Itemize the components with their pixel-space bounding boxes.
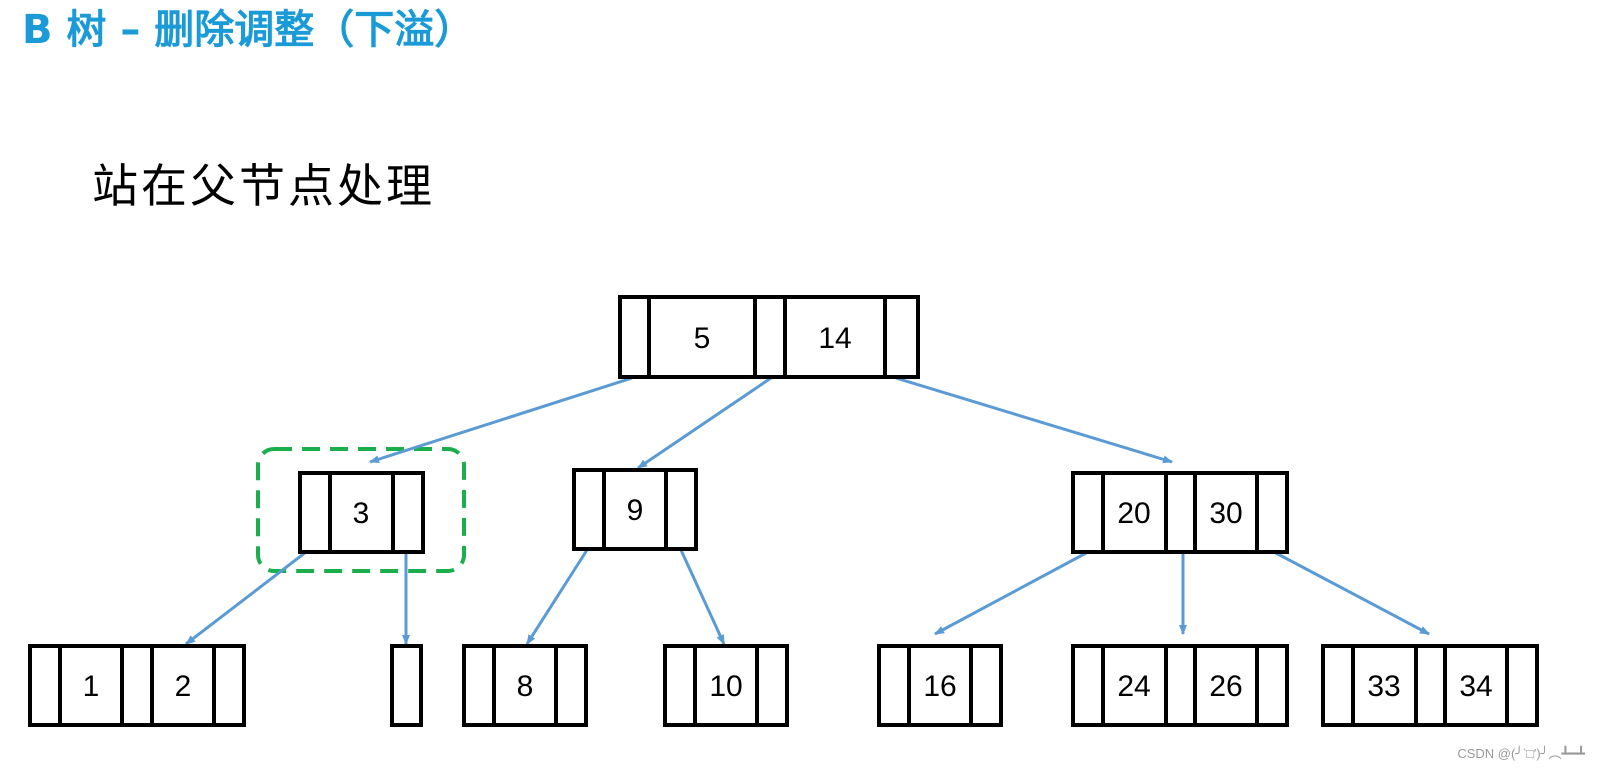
- edge-3-to-1-2: [185, 550, 307, 646]
- edge-20-30-to-16: [934, 550, 1089, 636]
- node-key: 9: [627, 494, 644, 527]
- node-9: [572, 468, 698, 551]
- leaf-empty: [390, 644, 423, 727]
- leaf-1-2: [28, 644, 246, 727]
- edge-root-to-20-30: [895, 376, 1173, 464]
- node-20-30: [1071, 471, 1289, 554]
- node-key: 33: [1367, 670, 1400, 703]
- edge-20-30-to-33-34: [1273, 550, 1430, 636]
- leaf-10: [663, 644, 789, 727]
- node-key: 5: [694, 322, 711, 355]
- node-key: 14: [818, 322, 851, 355]
- leaf-33-34: [1321, 644, 1539, 727]
- node-key: 16: [923, 670, 956, 703]
- node-key: 20: [1117, 497, 1150, 530]
- node-key: 30: [1209, 497, 1242, 530]
- edge-9-to-10: [679, 549, 726, 645]
- slide-subtitle: 站在父节点处理: [92, 159, 435, 213]
- edge-9-to-8: [525, 549, 589, 645]
- page-title: B 树 – 删除调整（下溢）: [22, 7, 475, 53]
- tree-edges: [185, 376, 1430, 646]
- node-key: 2: [175, 670, 192, 703]
- node-root: [618, 295, 920, 379]
- node-key: 10: [709, 670, 742, 703]
- node-key: 3: [353, 497, 370, 530]
- node-key: 24: [1117, 670, 1150, 703]
- node-key: 1: [83, 670, 100, 703]
- node-key: 26: [1209, 670, 1242, 703]
- node-key: 8: [517, 670, 534, 703]
- edge-root-to-3: [369, 376, 633, 464]
- node-3: [298, 471, 425, 554]
- leaf-16: [877, 644, 1003, 727]
- node-key: 34: [1459, 670, 1492, 703]
- csdn-watermark: CSDN @(╯‵□′)╯︵┻━┻: [1457, 746, 1585, 761]
- leaf-8: [462, 644, 588, 727]
- underflow-highlight-box: [256, 447, 466, 573]
- edge-root-to-9: [637, 376, 772, 470]
- leaf-24-26: [1071, 644, 1289, 727]
